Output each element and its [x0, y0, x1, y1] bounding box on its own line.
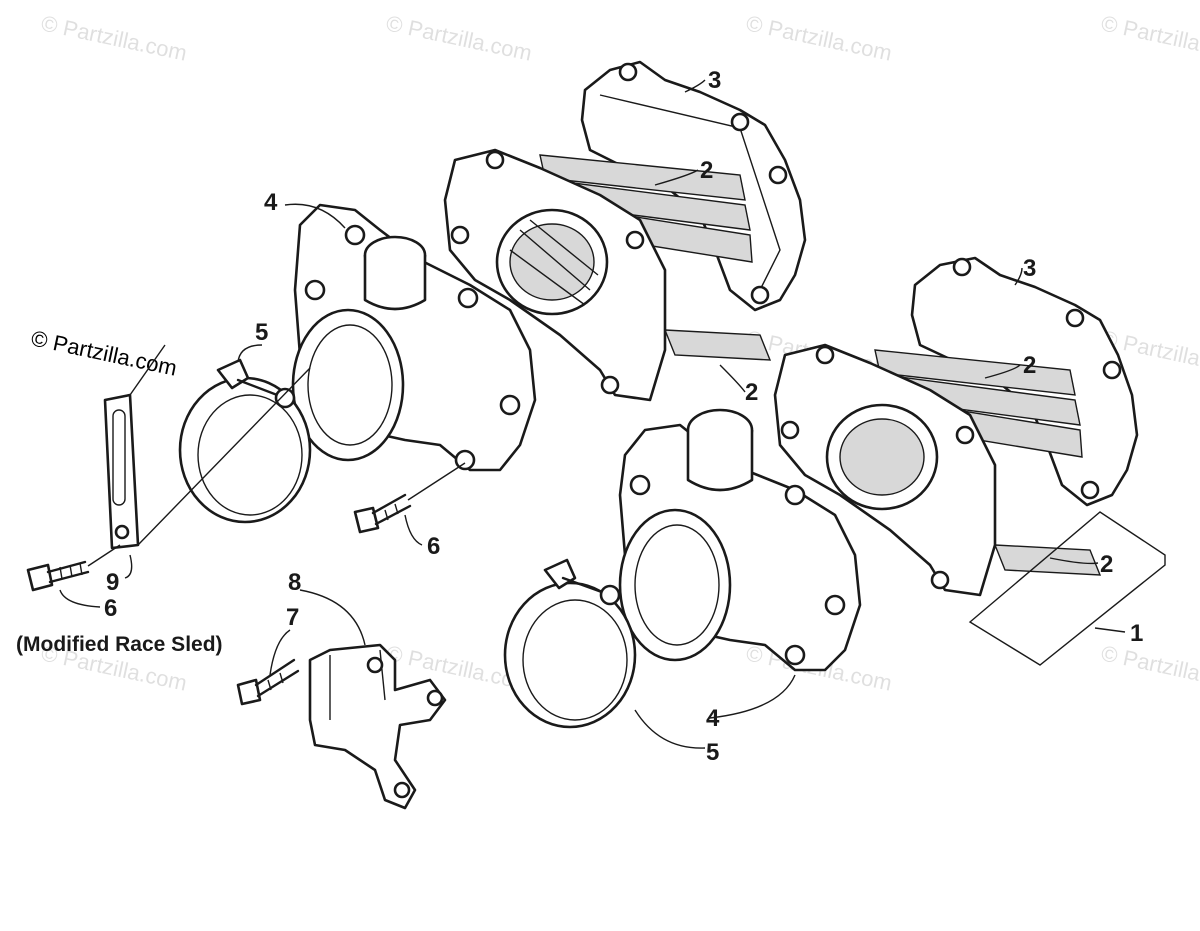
callout-4: 4 [706, 705, 720, 732]
intake-flange-upper [291, 203, 537, 472]
callout-6: 6 [427, 533, 440, 560]
watermark-prominent: © Partzilla.com [29, 325, 179, 380]
leader-lines [59, 79, 1166, 749]
bolt-middle [353, 462, 466, 534]
reed-valve-assembly-upper [443, 60, 807, 402]
hose-clamp-upper [178, 358, 312, 524]
modified-race-sled-note: (Modified Race Sled) [16, 633, 223, 656]
callout-4: 4 [264, 189, 278, 216]
watermark: © Partzilla.com [39, 10, 189, 65]
callout-5: 5 [255, 319, 268, 346]
watermark: © Partzilla.com [1099, 640, 1200, 695]
reed-petals-upper [539, 154, 772, 361]
callout-1: 1 [1130, 620, 1143, 647]
watermark: © Partzilla.com [1099, 10, 1200, 65]
hose-clamp-lower [503, 558, 637, 729]
watermark: © Partzilla.com [744, 10, 894, 65]
callout-2: 2 [745, 379, 758, 406]
callout-3: 3 [708, 67, 721, 94]
callout-2: 2 [700, 157, 713, 184]
callout-9: 9 [106, 569, 119, 596]
watermark: © Partzilla.com [384, 10, 534, 65]
callout-2: 2 [1100, 551, 1113, 578]
callout-5: 5 [706, 739, 719, 766]
intake-flange-lower [618, 408, 862, 672]
bracket-race-sled [103, 344, 311, 550]
mounting-bracket [308, 643, 447, 810]
callout-2: 2 [1023, 352, 1036, 379]
bolt-left [26, 544, 121, 592]
callout-6: 6 [104, 595, 117, 622]
callout-labels: 1 2 2 2 2 3 3 4 4 5 5 6 6 7 8 9 (Modifie… [16, 67, 1143, 766]
reed-valve-assembly-lower [773, 256, 1139, 597]
callout-3: 3 [1023, 255, 1036, 282]
bolt-bracket [236, 658, 300, 706]
callout-8: 8 [288, 569, 301, 596]
callout-7: 7 [286, 604, 299, 631]
